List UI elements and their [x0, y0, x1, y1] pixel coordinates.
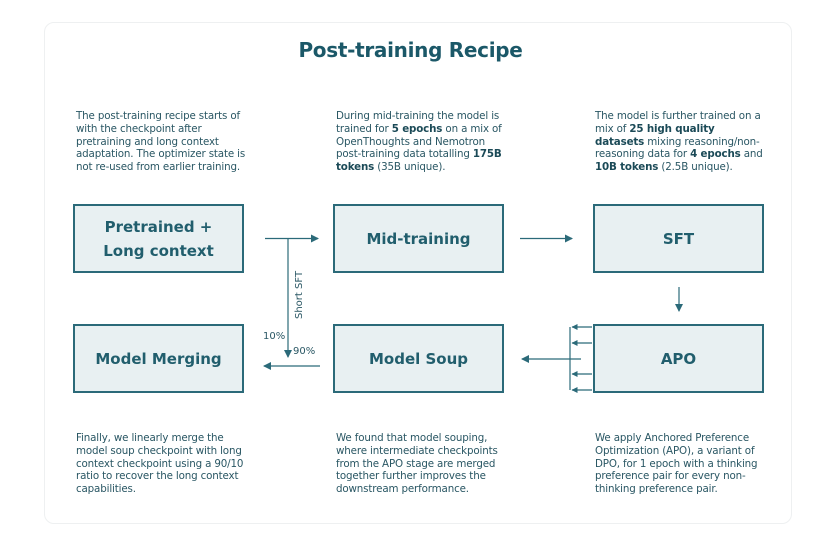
- short-sft-label: Short SFT: [294, 270, 305, 319]
- pretrained-box-line2: Long context: [103, 241, 214, 260]
- model-merging-box-label: Model Merging: [95, 349, 222, 368]
- diagram-title: Post-training Recipe: [298, 38, 523, 62]
- sft-run: mixing reasoning/non-reasoning data for: [595, 135, 760, 161]
- sft-run: (2.5B unique).: [658, 161, 733, 174]
- midtraining-description: During mid-training the model is trained…: [336, 110, 508, 174]
- ninety-percent-label: 90%: [293, 346, 316, 357]
- midtraining-run: 5 epochs: [391, 122, 443, 135]
- model-merging-box: Model Merging: [73, 324, 244, 393]
- midtraining-box: Mid-training: [333, 204, 504, 273]
- apo-description: We apply Anchored Preference Optimizatio…: [595, 432, 758, 496]
- sft-box-label: SFT: [662, 229, 695, 248]
- sft-box: SFT: [593, 204, 764, 273]
- soup-description: We found that model souping, where inter…: [336, 432, 498, 496]
- midtraining-box-label: Mid-training: [366, 229, 471, 248]
- merging-description: Finally, we linearly merge the model sou…: [76, 432, 244, 496]
- sft-run: and: [740, 148, 763, 161]
- pretrained-box-line1: Pretrained +: [104, 217, 213, 236]
- sft-run: 4 epochs: [690, 148, 741, 161]
- apo-box: APO: [593, 324, 764, 393]
- apo-box-label: APO: [660, 349, 697, 368]
- model-soup-box: Model Soup: [333, 324, 504, 393]
- sft-run: The model is further trained on a mix of: [595, 110, 761, 135]
- model-soup-box-label: Model Soup: [368, 349, 469, 368]
- ten-percent-label: 10%: [263, 331, 286, 342]
- sft-description: The model is further trained on a mix of…: [595, 110, 767, 174]
- midtraining-run: 175B tokens: [336, 148, 502, 174]
- midtraining-run: on a mix of OpenThoughts and Nemotron po…: [336, 122, 502, 161]
- pretrained-description: The post-training recipe starts of with …: [76, 110, 246, 174]
- pretrained-long-context-box: Pretrained + Long context: [73, 204, 244, 273]
- sft-run: 10B tokens: [595, 161, 659, 174]
- diagram-card: [44, 22, 792, 524]
- midtraining-run: (35B unique).: [374, 161, 446, 174]
- sft-run: 25 high quality datasets: [595, 122, 715, 148]
- midtraining-run: During mid-training the model is trained…: [336, 110, 500, 135]
